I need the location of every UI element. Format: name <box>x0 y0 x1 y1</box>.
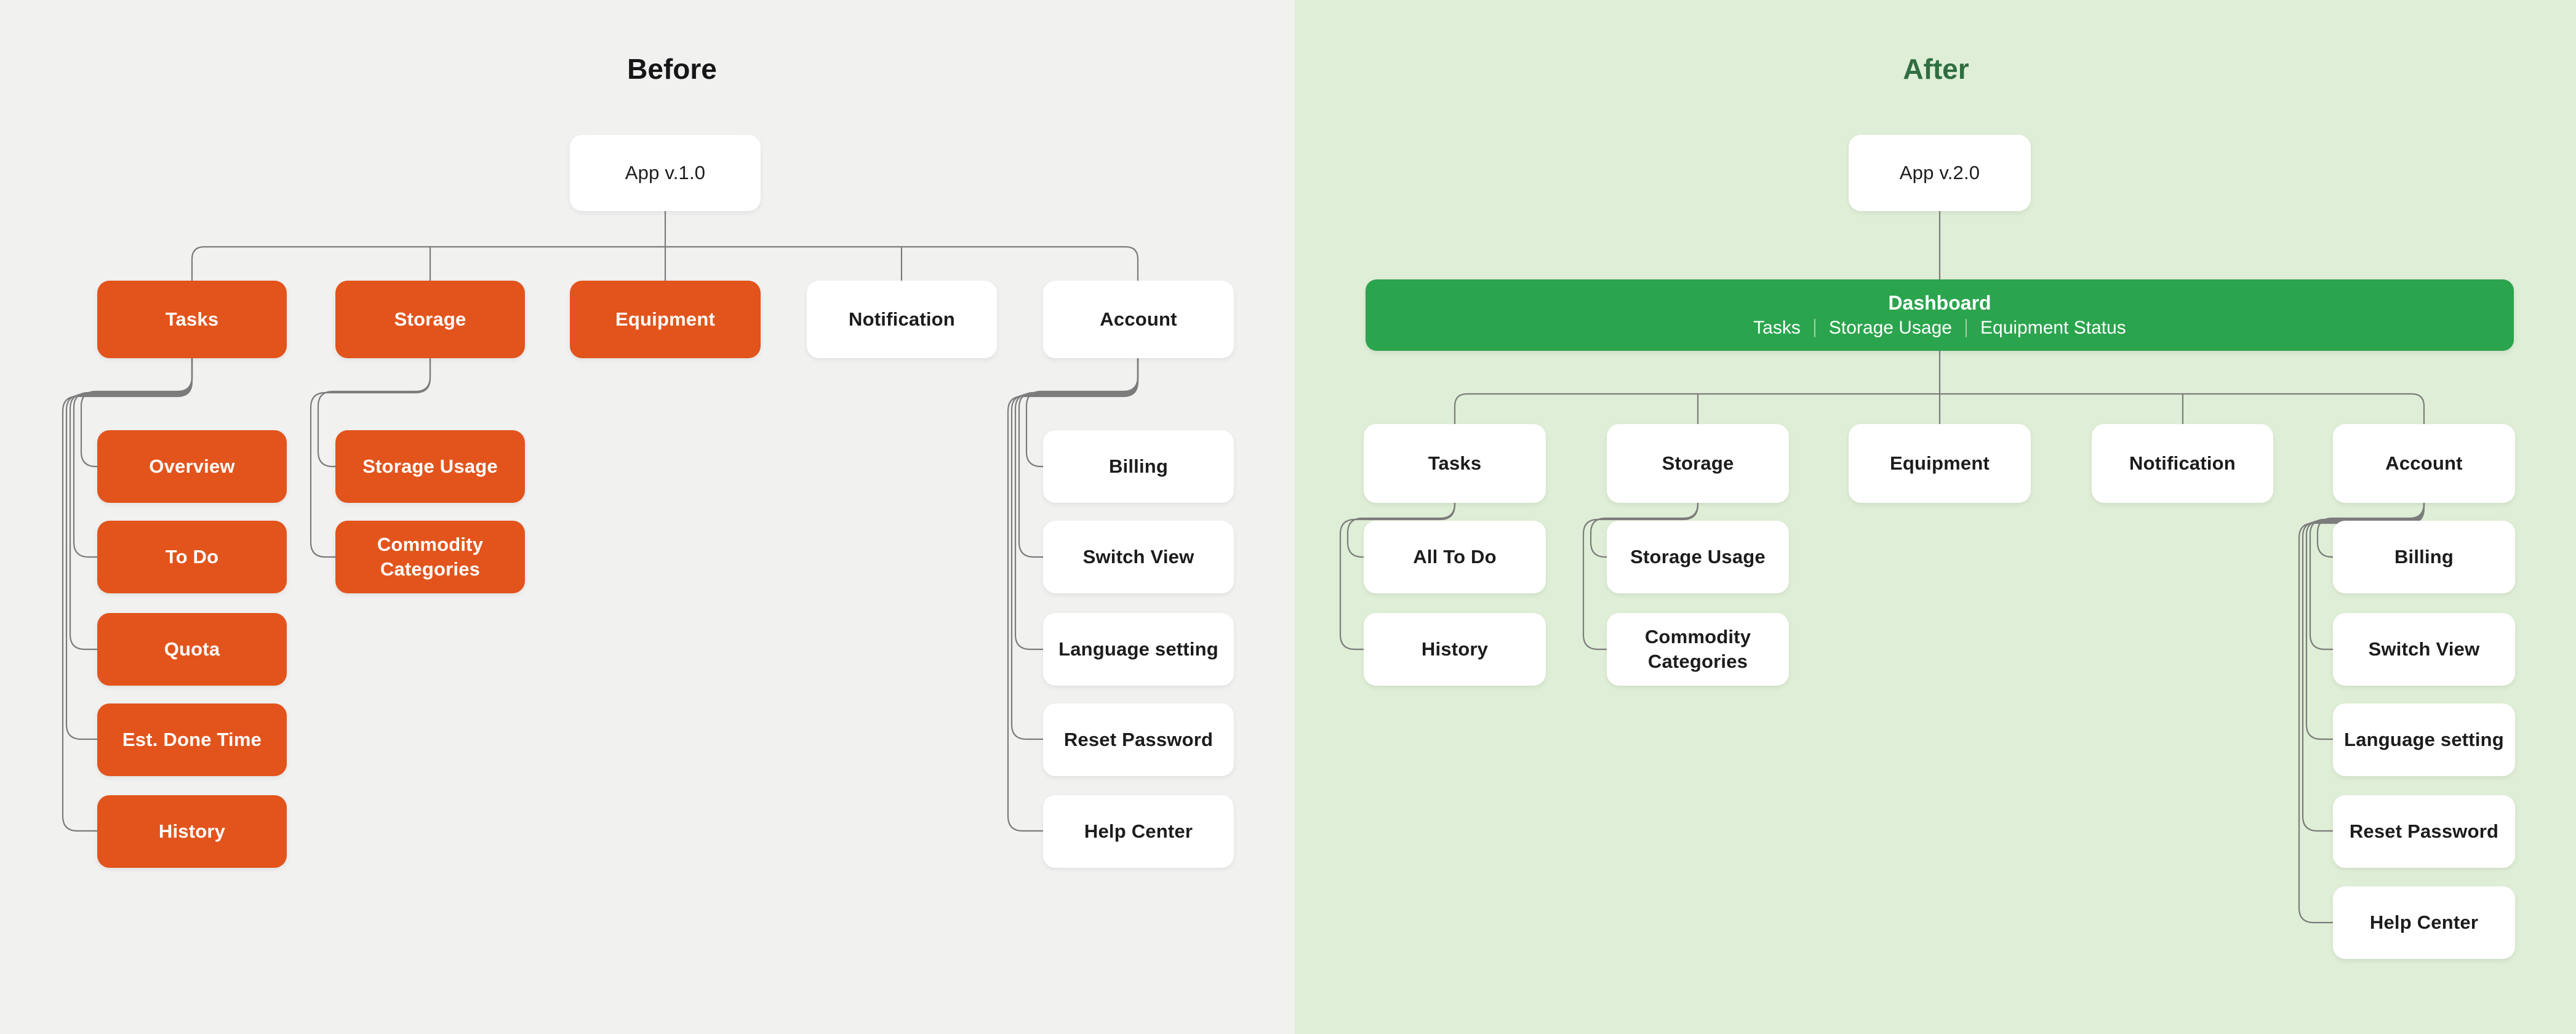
node-label: Overview <box>149 455 235 477</box>
node-before-commodity-categories[interactable]: Commodity Categories <box>335 521 525 593</box>
node-label: Equipment <box>615 308 715 330</box>
node-label: App v.1.0 <box>625 162 706 183</box>
node-label: Help Center <box>2369 912 2479 933</box>
separator <box>1814 319 1815 337</box>
node-label: Storage <box>1662 452 1734 474</box>
node-after-billing[interactable]: Billing <box>2333 521 2515 593</box>
connector-before-rail <box>191 246 1139 281</box>
node-label: Tasks <box>1428 452 1482 474</box>
node-before-switch-view[interactable]: Switch View <box>1043 521 1234 593</box>
node-label: Storage Usage <box>362 455 498 477</box>
node-label: Est. Done Time <box>122 729 262 750</box>
before-title: Before <box>627 53 717 85</box>
node-label: To Do <box>165 546 219 567</box>
node-before-language-setting[interactable]: Language setting <box>1043 613 1234 686</box>
node-after-switch-view[interactable]: Switch View <box>2333 613 2515 686</box>
node-before-overview[interactable]: Overview <box>97 430 287 503</box>
node-before-equipment[interactable]: Equipment <box>570 281 761 358</box>
node-label: Language setting <box>1058 638 1218 660</box>
node-after-equipment[interactable]: Equipment <box>1849 424 2031 503</box>
node-before-app-root[interactable]: App v.1.0 <box>570 135 761 211</box>
node-before-reset-password[interactable]: Reset Password <box>1043 703 1234 776</box>
node-label: Storage <box>394 308 466 330</box>
node-after-tasks[interactable]: Tasks <box>1364 424 1546 503</box>
node-label: History <box>158 820 226 842</box>
node-after-notification[interactable]: Notification <box>2092 424 2273 503</box>
node-label: Reset Password <box>1063 729 1214 750</box>
node-before-notification[interactable]: Notification <box>807 281 997 358</box>
dashboard-title: Dashboard <box>1888 292 1991 314</box>
node-after-dashboard[interactable]: Dashboard Tasks Storage Usage Equipment … <box>1366 279 2514 351</box>
node-label: Switch View <box>2368 638 2480 660</box>
node-before-est-done-time[interactable]: Est. Done Time <box>97 703 287 776</box>
node-label: Billing <box>1108 455 1169 477</box>
node-before-history[interactable]: History <box>97 795 287 868</box>
node-label: Notification <box>2129 452 2236 474</box>
node-label: Billing <box>2394 546 2454 567</box>
node-label: Commodity Categories <box>377 534 484 580</box>
node-after-reset-password[interactable]: Reset Password <box>2333 795 2515 868</box>
node-before-storage[interactable]: Storage <box>335 281 525 358</box>
node-label: Commodity Categories <box>1644 626 1751 672</box>
dashboard-item-storage-usage: Storage Usage <box>1828 318 1952 338</box>
node-label: Language setting <box>2344 729 2504 750</box>
node-after-history[interactable]: History <box>1364 613 1546 686</box>
node-label: History <box>1421 638 1489 660</box>
node-label: Account <box>2385 452 2463 474</box>
dashboard-item-tasks: Tasks <box>1753 318 1801 338</box>
dashboard-items: Tasks Storage Usage Equipment Status <box>1753 318 2126 338</box>
node-before-account[interactable]: Account <box>1043 281 1234 358</box>
node-label: Quota <box>164 638 220 660</box>
node-after-account[interactable]: Account <box>2333 424 2515 503</box>
node-after-all-todo[interactable]: All To Do <box>1364 521 1546 593</box>
separator <box>1966 319 1967 337</box>
node-after-storage[interactable]: Storage <box>1607 424 1789 503</box>
node-after-storage-usage[interactable]: Storage Usage <box>1607 521 1789 593</box>
node-label: Switch View <box>1082 546 1194 567</box>
node-after-help-center[interactable]: Help Center <box>2333 886 2515 959</box>
node-label: Account <box>1100 308 1177 330</box>
node-before-tasks[interactable]: Tasks <box>97 281 287 358</box>
after-title: After <box>1903 53 1969 85</box>
node-after-language-setting[interactable]: Language setting <box>2333 703 2515 776</box>
connector-before-tasks-child-quota <box>69 358 193 651</box>
node-label: Help Center <box>1084 820 1193 842</box>
connector-before-account-child-language <box>1014 358 1139 651</box>
node-label: Reset Password <box>2349 820 2499 842</box>
node-after-app-root[interactable]: App v.2.0 <box>1849 135 2031 211</box>
node-before-help-center[interactable]: Help Center <box>1043 795 1234 868</box>
node-before-quota[interactable]: Quota <box>97 613 287 686</box>
node-after-commodity-categories[interactable]: Commodity Categories <box>1607 613 1789 686</box>
node-label: Notification <box>849 308 955 330</box>
node-label: App v.2.0 <box>1899 162 1980 183</box>
dashboard-item-equipment-status: Equipment Status <box>1980 318 2126 338</box>
node-label: All To Do <box>1413 546 1497 567</box>
node-before-billing[interactable]: Billing <box>1043 430 1234 503</box>
node-label: Storage Usage <box>1630 546 1766 567</box>
node-before-todo[interactable]: To Do <box>97 521 287 593</box>
node-before-storage-usage[interactable]: Storage Usage <box>335 430 525 503</box>
node-label: Tasks <box>165 308 219 330</box>
node-label: Equipment <box>1890 452 1990 474</box>
